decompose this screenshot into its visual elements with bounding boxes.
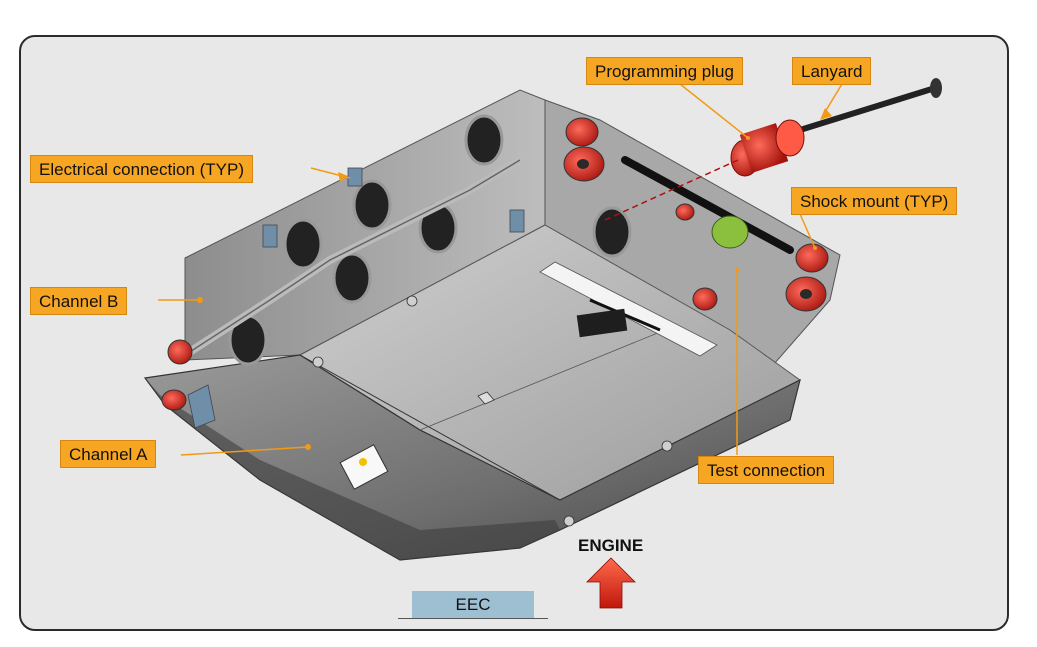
channel-b-label: Channel B xyxy=(30,287,128,315)
test-connection-label: Test connection xyxy=(698,456,835,484)
lanyard-label: Lanyard xyxy=(792,57,872,85)
connector-ports xyxy=(228,114,632,366)
eec-underline xyxy=(398,618,548,619)
caution-sticker xyxy=(339,444,389,490)
eec-title-box: EEC xyxy=(412,591,534,619)
engine-label: ENGINE xyxy=(578,536,644,555)
top-label-plate xyxy=(539,261,718,357)
electrical-connection-label: Electrical connection (TYP) xyxy=(30,155,254,183)
test-connection-port xyxy=(711,215,749,249)
programming-plug xyxy=(730,119,805,177)
programming-plug-label: Programming plug xyxy=(586,57,743,85)
lanyard xyxy=(797,85,938,133)
shock-mount-label: Shock mount (TYP) xyxy=(791,187,958,215)
shock-mounts xyxy=(161,117,829,411)
blue-clips xyxy=(187,167,525,429)
channel-a-label: Channel A xyxy=(60,440,157,468)
engine-arrow xyxy=(586,557,636,609)
